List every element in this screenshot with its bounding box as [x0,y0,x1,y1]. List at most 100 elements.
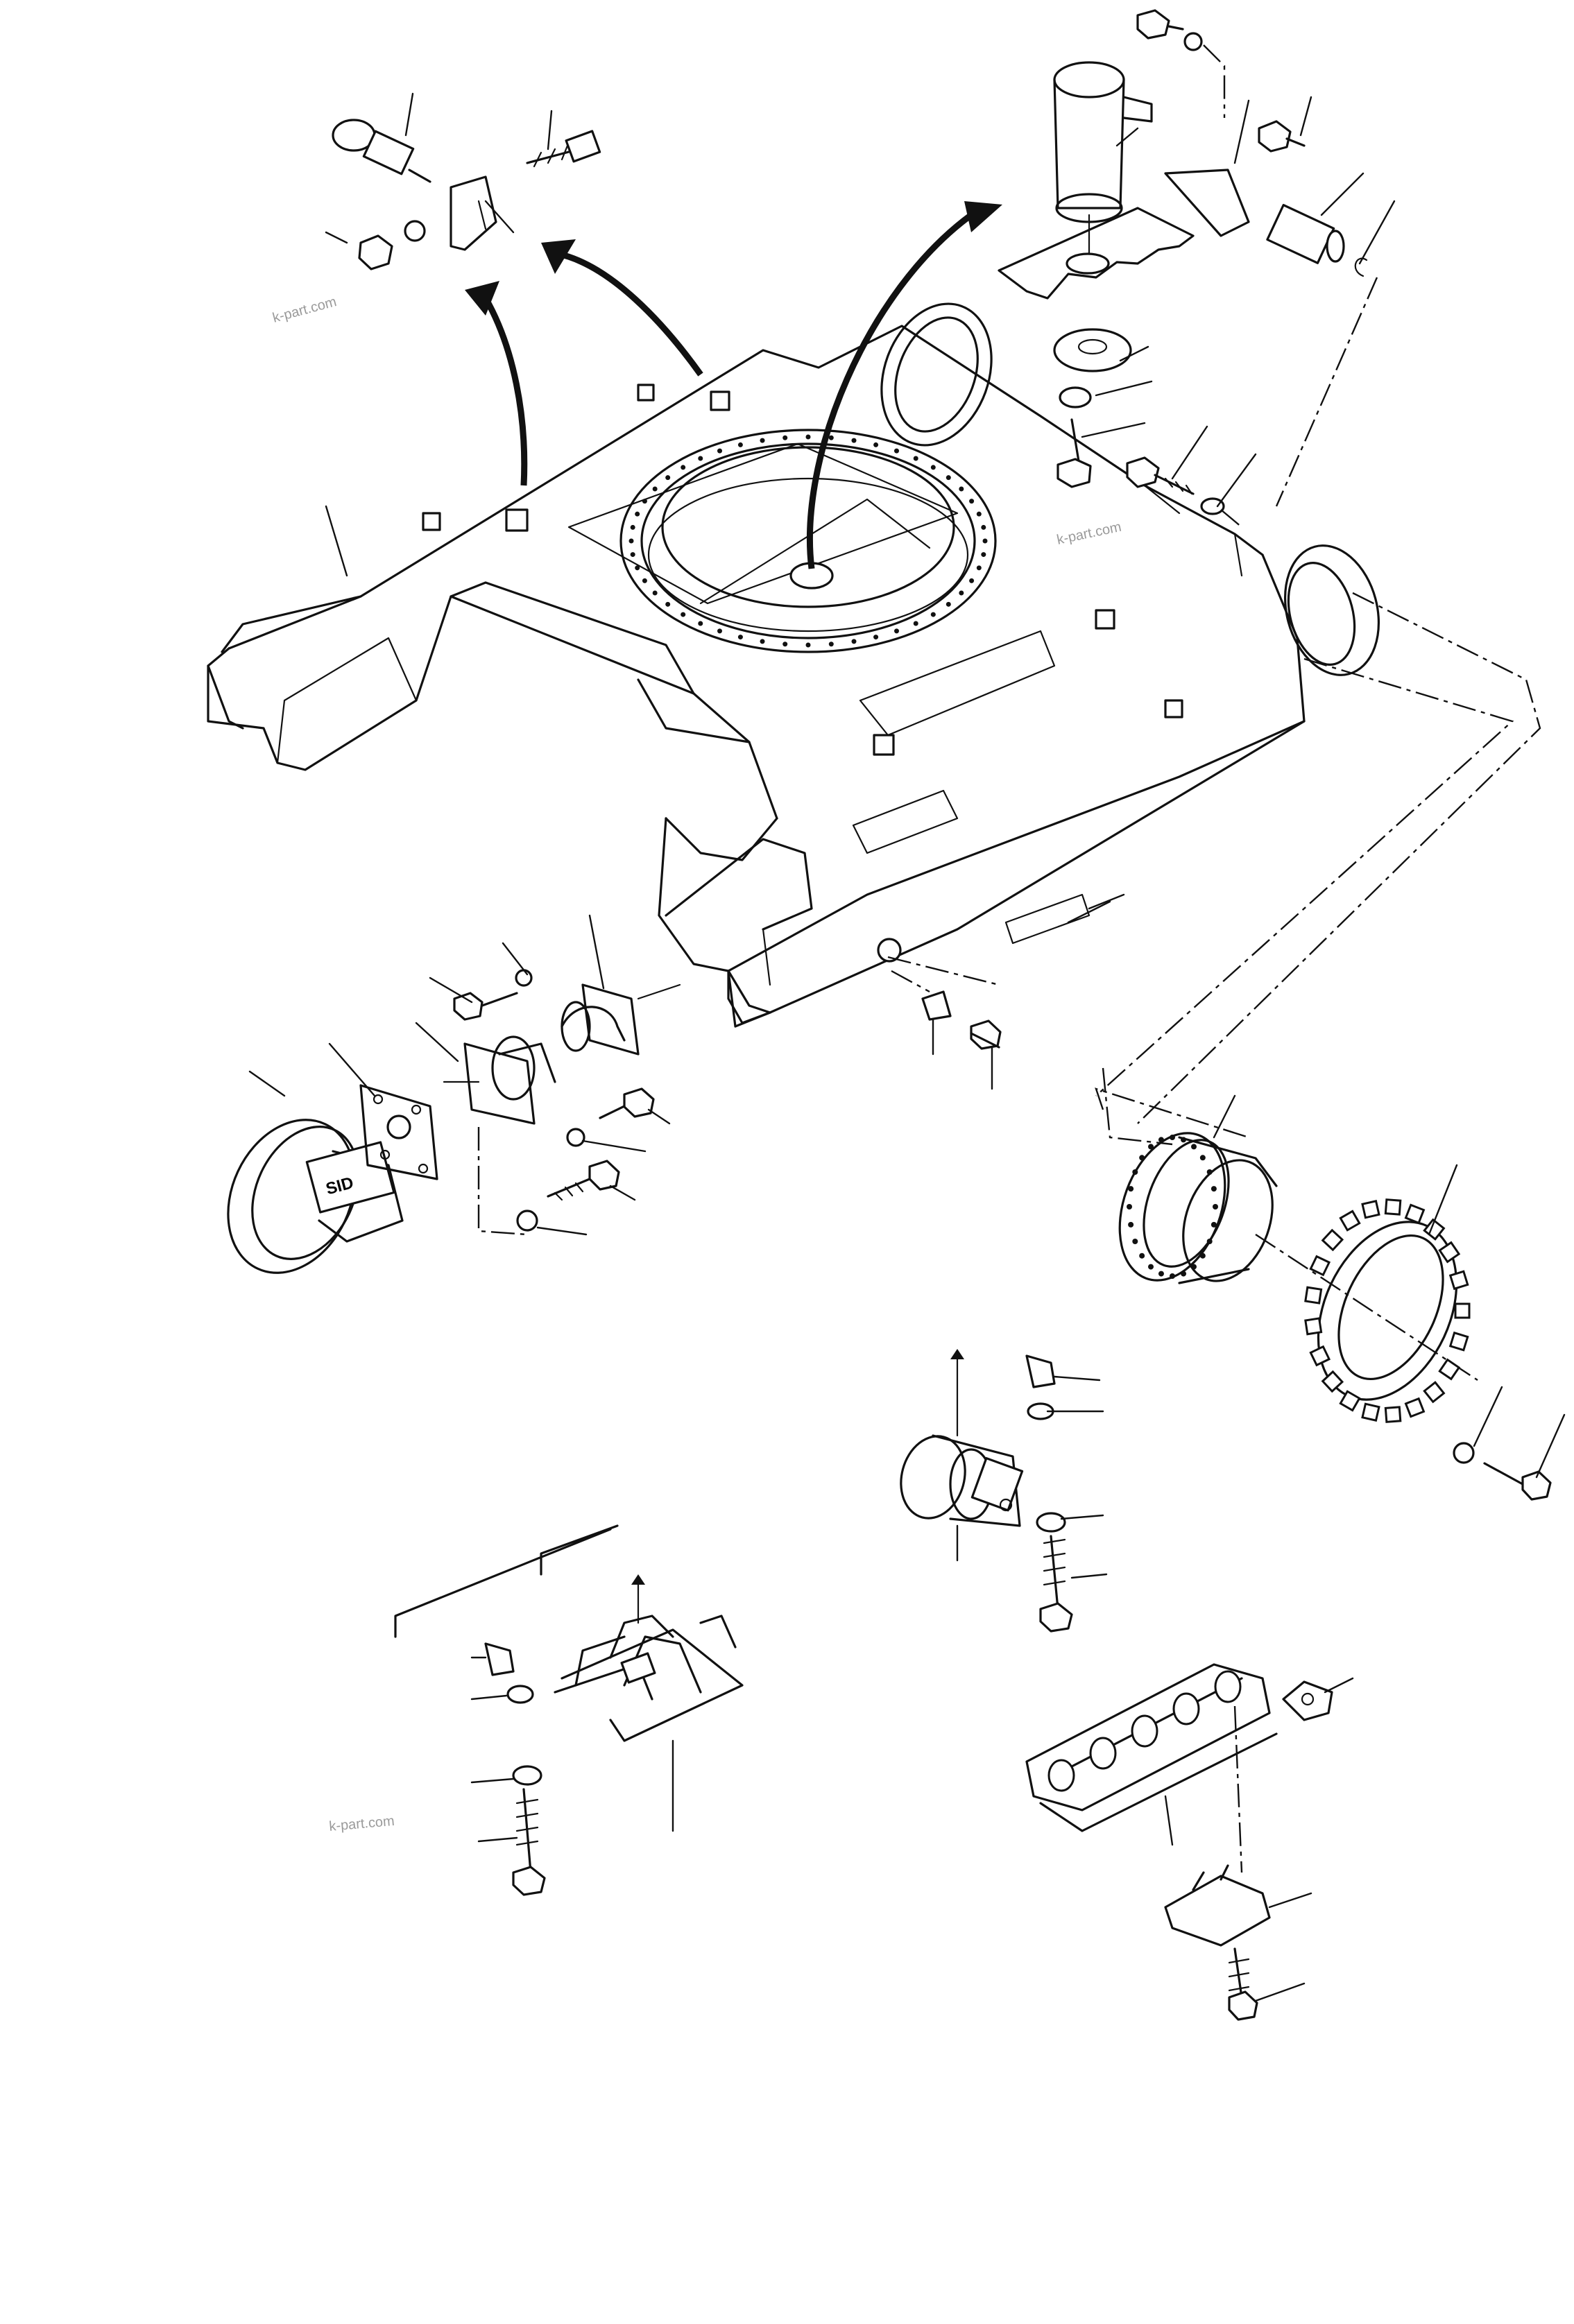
bolt-hole [737,442,743,447]
sprocket-tooth [1438,1241,1461,1264]
bolt-hole [1199,1253,1206,1259]
bolt-hole [851,639,857,644]
bolt-hole [1139,1253,1145,1259]
bolt-hole [1170,1135,1175,1140]
front-idler-assembly: SID [227,914,681,1274]
motor-mount-ring [880,302,1380,676]
dashed-routes-right [1095,592,1541,1124]
frame-leaders [325,505,1125,924]
sprocket-tooth [1384,1406,1402,1423]
bolt-hole [652,486,658,492]
bolt-hole [969,578,975,583]
idler-hardware [429,942,671,1236]
top-right-hardware [1136,9,1396,507]
bolt-hole [1181,1271,1187,1277]
bolt-hole [1148,1144,1154,1150]
bolt-hole [630,524,635,530]
bolt-hole [959,486,964,492]
link-pin [1131,1714,1158,1748]
track-shoe-hardware [470,1642,546,1896]
bolt-hole [1139,1155,1145,1161]
bolt-hole [1158,1137,1164,1143]
bolt-hole [1211,1221,1217,1228]
watermarks: k-part.com k-part.com k-part.com [271,294,1123,1834]
bolt-hole [946,475,951,481]
bolt-hole [894,628,899,634]
motor-bolt [1126,425,1257,528]
final-drive-assembly [1095,1087,1478,1382]
link-pin [1047,1759,1075,1792]
sprocket-tooth [1448,1331,1469,1352]
bolt-hole [894,448,899,454]
sprocket-tooth [1438,1358,1461,1381]
sprocket-tooth [1339,1390,1361,1412]
sprocket-tooth [1361,1402,1380,1422]
bolt-hole [873,635,879,640]
sprocket-tooth [1384,1198,1402,1216]
watermark: k-part.com [329,1814,395,1834]
track-link-hardware [1164,1677,1354,2021]
swing-circle-ring [619,429,997,653]
bolt-hole [642,499,647,504]
sprocket-tooth [1304,1286,1323,1305]
bolt-hole [782,435,788,440]
sprocket-tooth [1309,1345,1331,1367]
bolt-hole [851,438,857,443]
bolt-hole [760,639,765,644]
track-frame [207,325,1306,1028]
bolt-hole [1213,1204,1218,1210]
bolt-hole [652,590,658,596]
carrier-roller-hardware [1025,1354,1108,1633]
bolt-hole [737,635,743,640]
bolt-hole [828,642,834,647]
bolt-hole [1128,1221,1134,1228]
track-shoe-assembly [394,1524,744,1832]
bolt-hole [698,621,703,626]
bolt-hole [1206,1239,1213,1244]
bolt-hole [782,642,788,647]
bolt-hole [665,475,671,481]
grease-fitting-assembly [325,92,601,270]
bolt-hole [1148,1264,1154,1270]
sprocket-tooth [1321,1228,1344,1252]
bolt-hole [828,435,834,440]
sprocket-tooth [1448,1270,1469,1291]
bolt-hole [635,511,640,517]
bolt-hole [681,612,686,617]
bolt-hole [1191,1144,1197,1150]
sprocket-tooth [1404,1203,1426,1225]
bolt-hole [698,456,703,461]
bolt-hole [805,434,811,440]
watermark: k-part.com [271,294,339,326]
sprocket-tooth [1361,1199,1380,1219]
bolt-hole [959,590,964,596]
bolt-hole [913,456,918,461]
link-pin [1172,1692,1200,1725]
bolt-hole [717,628,722,634]
bolt-hole [630,552,635,558]
bolt-hole [1128,1186,1134,1192]
bolt-hole [969,499,975,504]
bolt-hole [976,565,982,571]
reference-arrows [465,201,1002,569]
bolt-hole [717,448,722,454]
bolt-hole [1170,1273,1175,1279]
bolt-hole [1127,1204,1132,1210]
bolt-hole [681,465,686,470]
bolt-hole [981,524,986,530]
watermark: k-part.com [1055,519,1122,548]
bolt-hole [1206,1169,1213,1175]
bolt-hole [930,612,936,617]
bolt-hole [873,442,879,447]
bolt-hole [1158,1271,1164,1277]
bolt-hole [930,465,936,470]
sprocket-tooth [1423,1381,1446,1404]
bolt-hole [642,578,647,583]
link-pin [1214,1670,1242,1703]
bolt-hole [760,438,765,443]
bolt-hole [1199,1155,1206,1161]
sprocket-tooth [1321,1370,1344,1393]
bolt-hole [665,601,671,607]
bolt-hole [805,642,811,648]
